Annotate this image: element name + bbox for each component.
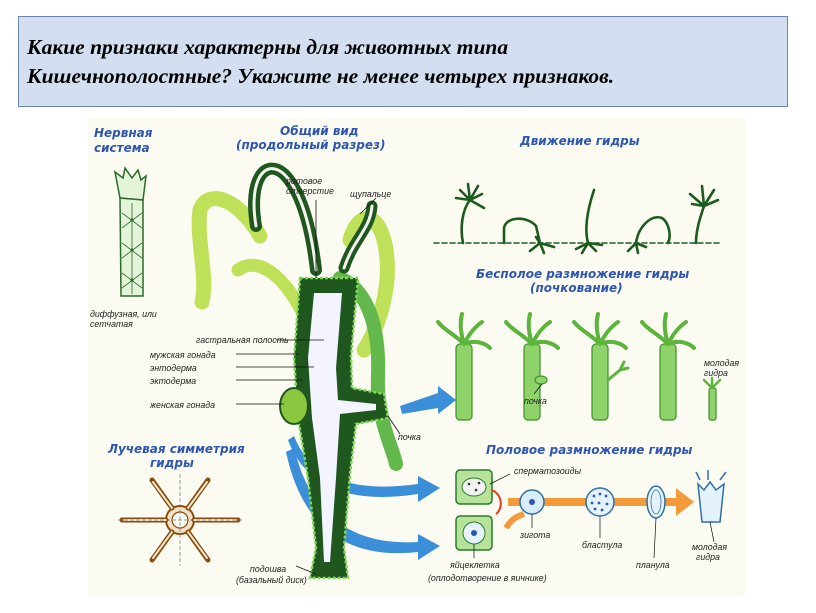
budding-pointers (533, 383, 543, 395)
label-bud-small: почка (524, 396, 547, 406)
label-young-sex-1: молодая (692, 542, 727, 552)
label-sole-1: подошва (250, 564, 286, 574)
heading-asexual-1: Бесполое размножение гидры (476, 267, 689, 281)
label-sperm: сперматозоиды (514, 466, 582, 476)
label-diffuse-2: сетчатая (90, 319, 133, 329)
heading-general-view-1: Общий вид (280, 124, 359, 138)
heading-asexual-2: (почкование) (530, 281, 623, 295)
label-tentacle: щупальце (350, 189, 391, 199)
heading-nervous-system-1: Нервная (94, 126, 153, 140)
label-female-gonad: женская гонада (149, 400, 215, 410)
question-line-2: Кишечнополостные? Укажите не менее четыр… (27, 64, 615, 88)
label-blastula: бластула (582, 540, 622, 550)
heading-radial-1: Лучевая симметрия (107, 442, 245, 456)
nervous-system-figure (113, 166, 147, 297)
heading-sexual: Половое размножение гидры (486, 443, 693, 457)
label-mouth-1: ротовое (285, 176, 322, 186)
heading-nervous-system-2: система (94, 141, 150, 155)
label-zygote: зигота (519, 530, 550, 540)
label-young-1: молодая (704, 358, 739, 368)
label-young-2: гидра (704, 368, 728, 378)
heading-general-view-2: (продольный разрез) (236, 138, 386, 152)
label-bud: почка (398, 432, 421, 442)
pointer-lines (236, 197, 401, 575)
sexual-pointers (473, 473, 715, 559)
heading-movement: Движение гидры (519, 134, 640, 148)
question-line-1: Какие признаки характерны для животных т… (27, 35, 509, 59)
hydra-section (191, 162, 403, 580)
radial-symmetry-figure (118, 474, 242, 566)
movement-figure (433, 182, 721, 255)
label-egg: яйцеклетка (449, 560, 500, 570)
heading-radial-2: гидры (150, 456, 194, 470)
label-planula: планула (636, 560, 670, 570)
label-gastral-cavity: гастральная полость (196, 335, 289, 345)
budding-figure (436, 312, 722, 421)
label-sole-2: (базальный диск) (236, 575, 307, 585)
label-ectoderm: эктодерма (150, 376, 196, 386)
label-mouth-2: отверстие (286, 186, 334, 196)
label-diffuse-1: диффузная, или (90, 309, 157, 319)
hydra-diagram: Нервная система Общий вид (продольный ра… (88, 118, 746, 596)
question-box: Какие признаки характерны для животных т… (18, 16, 788, 107)
label-male-gonad: мужская гонада (150, 350, 216, 360)
label-fertilization: (оплодотворение в яичнике) (428, 573, 547, 583)
question-text: Какие признаки характерны для животных т… (27, 33, 614, 91)
label-young-sex-2: гидра (696, 552, 720, 562)
label-endoderm: энтодерма (150, 363, 197, 373)
